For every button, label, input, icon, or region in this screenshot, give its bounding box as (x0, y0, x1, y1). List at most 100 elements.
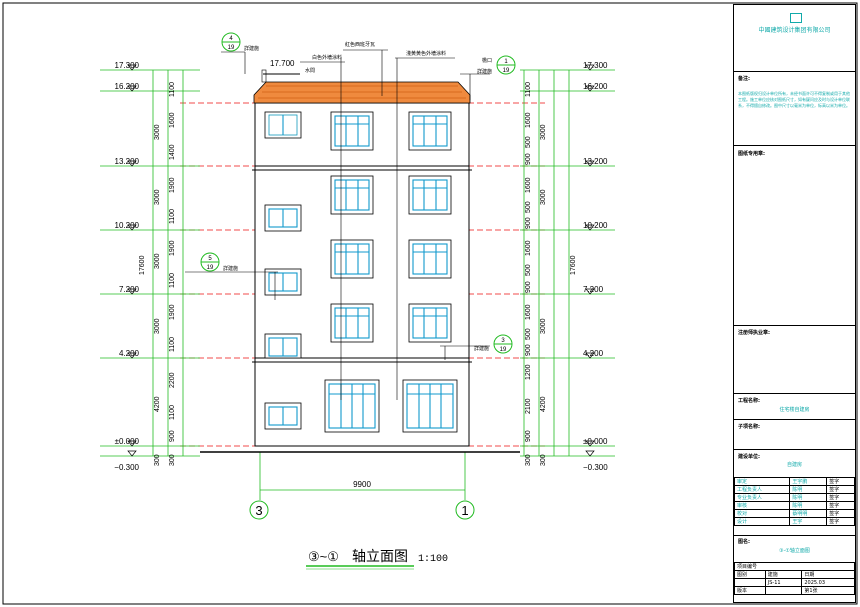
dim-ro-3: 3000 (540, 318, 547, 334)
drawing-title-prefix: ③~① (308, 549, 339, 564)
callout-labels: 詳建施 詳建施 檐口 詳建施 詳建施 (223, 45, 492, 352)
axis-label-3: 3 (255, 503, 262, 518)
right-inner-dims: 1100 1600 500 900 1600 500 900 1600 500 … (525, 82, 532, 466)
dim-lo-6: 300 (154, 454, 161, 466)
note-white-paint: 白色外墻涂料 (312, 54, 342, 61)
axis-label-1: 1 (461, 503, 468, 518)
dim-lo-3: 3000 (154, 253, 161, 269)
dim-li-2: 1600 (169, 112, 176, 128)
dim-ro-5: 300 (540, 454, 547, 466)
reg-label: 注册师执业章: (738, 330, 771, 336)
total-height-right: 17600 (570, 255, 577, 275)
note-gutter: 水問 (305, 67, 315, 74)
dim-ri-3: 500 (525, 136, 532, 148)
dim-ri-6: 500 (525, 201, 532, 213)
right-levels: 17.300 16.200 13.200 10.200 7.200 4.200 … (583, 61, 608, 472)
level-right-6: 4.200 (583, 349, 604, 358)
callout-1-sheet: 19 (503, 68, 510, 74)
window-glazing (268, 115, 454, 429)
dim-li-8: 1900 (169, 304, 176, 320)
dim-li-3: 1400 (169, 144, 176, 160)
level-right-5: 7.200 (583, 285, 604, 294)
level-left-5: 7.200 (119, 285, 140, 294)
dim-ri-12: 500 (525, 328, 532, 340)
company-logo (790, 13, 802, 23)
note-red-tile: 紅色西班牙瓦 (345, 41, 375, 48)
dim-li-9: 1100 (169, 337, 176, 352)
sign-table: 审定王宇鹏签字 工程负责人陈明签字 专业负责人陈明签字 审核陈明签字 校对蔡明明… (733, 477, 855, 526)
level-right-7: ±0.000 (583, 437, 608, 446)
dim-lo-4: 3000 (154, 318, 161, 334)
drawing-label: 图名: (738, 539, 750, 545)
notes-text: 本图纸版权归设计单位所有，未经书面许可不得复制或用于其他工程。施工单位应核对图纸… (738, 91, 850, 108)
callout-5-sheet: 19 (207, 265, 214, 271)
axis-bubbles (249, 500, 475, 520)
ridge-level: 17.700 (270, 59, 295, 68)
sign-row: 工程负责人陈明签字 (733, 485, 855, 494)
dim-ri-7: 900 (525, 217, 532, 229)
material-notes: 紅色西班牙瓦 白色外墻涂料 淺黄黄色外墻涂料 水問 (305, 41, 446, 74)
dim-ro-2: 3000 (540, 189, 547, 205)
level-markers-right (585, 64, 595, 457)
level-right-1: 17.300 (583, 61, 608, 70)
span-dimension: 9900 (353, 480, 371, 489)
callout-4-text: 詳建施 (244, 45, 259, 52)
level-left-6: 4.200 (119, 349, 140, 358)
stamp-label: 图纸专用章: (738, 151, 766, 157)
project-name: 住宅楼自建房 (779, 407, 810, 413)
level-right-3: 13.200 (583, 157, 608, 166)
level-right-8: −0.300 (583, 463, 608, 472)
sign-row: 校对蔡明明签字 (733, 509, 855, 518)
right-outer-dims: 3000 3000 3000 4200 300 17600 (540, 124, 577, 466)
callout-4-num: 4 (229, 36, 233, 42)
sign-row: 设计王宇签字 (733, 517, 855, 526)
left-levels: 17.300 16.200 13.200 10.200 7.200 4.200 … (114, 61, 139, 472)
callout-4-sheet: 19 (228, 45, 235, 51)
dim-ro-4: 4200 (540, 396, 547, 412)
dim-ri-9: 500 (525, 264, 532, 276)
callout-texts: 4 19 1 19 5 19 3 19 (207, 36, 510, 353)
sub-label: 子项名称: (738, 424, 760, 430)
dim-ri-8: 1600 (525, 240, 532, 256)
dim-ri-15: 2100 (525, 398, 532, 414)
leader-lines (185, 49, 490, 400)
roof (253, 69, 471, 104)
dim-li-5: 1100 (169, 209, 176, 224)
dim-li-7: 1100 (169, 273, 176, 288)
callout-bubbles (200, 32, 516, 354)
dim-li-1: 1100 (169, 82, 176, 97)
sign-row: 审定王宇鹏签字 (733, 477, 855, 486)
dim-ro-1: 3000 (540, 124, 547, 140)
callout-1-text: 詳建施 (477, 68, 492, 75)
dim-ri-14: 1200 (525, 364, 532, 380)
callout-3-sheet: 19 (500, 347, 507, 353)
level-markers-left (127, 64, 137, 457)
dim-ri-2: 1600 (525, 112, 532, 128)
dim-lo-5: 4200 (154, 396, 161, 412)
dim-ri-11: 1600 (525, 304, 532, 320)
drawing-title: 轴立面图 (352, 548, 408, 564)
total-height-left: 17600 (139, 255, 146, 275)
dim-ri-16: 900 (525, 430, 532, 442)
dim-ri-10: 900 (525, 281, 532, 293)
level-right-2: 16.200 (583, 82, 608, 91)
dim-ri-1: 1100 (525, 82, 532, 97)
company-name: 中國建筑设计集团有限公司 (758, 27, 831, 34)
level-left-4: 10.200 (115, 221, 140, 230)
client-label: 建设单位: (738, 454, 760, 460)
callout-5-text: 詳建施 (223, 265, 238, 272)
callout-5-num: 5 (208, 256, 212, 262)
sign-row: 专业负责人陈明签字 (733, 493, 855, 502)
dim-ri-17: 300 (525, 454, 532, 466)
dim-li-4: 1900 (169, 177, 176, 193)
dim-li-10: 2200 (169, 372, 176, 388)
notes-label: 备注: (738, 76, 750, 82)
client-name: 自建房 (786, 462, 802, 468)
level-left-3: 13.200 (115, 157, 140, 166)
dim-li-6: 1900 (169, 240, 176, 256)
dim-ri-5: 1600 (525, 177, 532, 193)
dim-li-12: 900 (169, 430, 176, 442)
dim-li-13: 300 (169, 454, 176, 466)
level-left-7: ±0.000 (115, 437, 140, 446)
